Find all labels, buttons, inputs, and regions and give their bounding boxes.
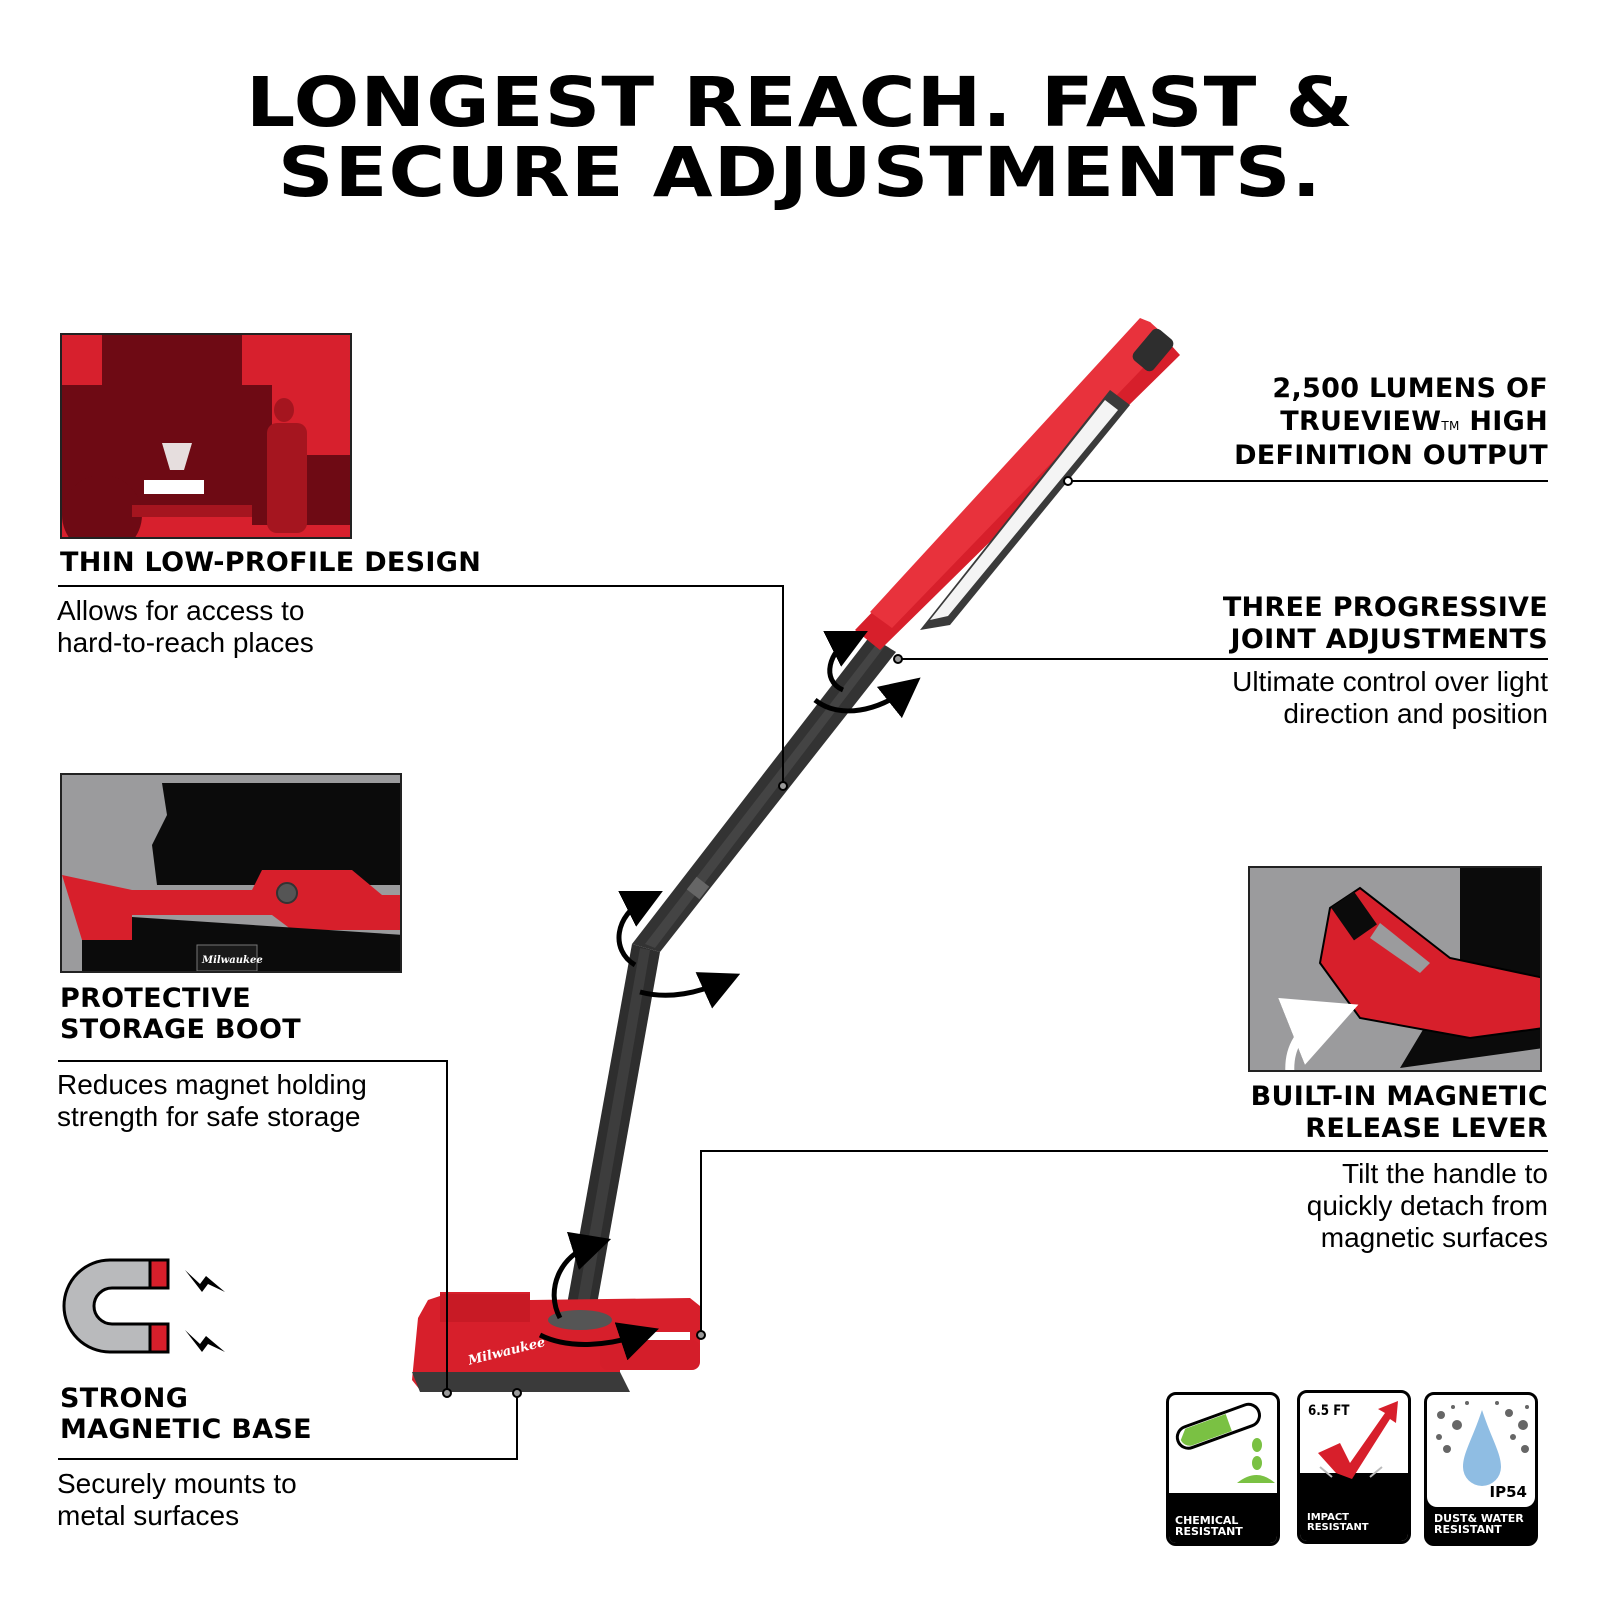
joints-title-2: JOINT ADJUSTMENTS: [1230, 624, 1548, 655]
release-lever-leader-v: [700, 1150, 702, 1334]
storage-boot-pointer-dot: [442, 1388, 452, 1398]
test-tube-icon: [1175, 1402, 1275, 1483]
badge-impact-label-2: RESISTANT: [1307, 1522, 1369, 1533]
thin-profile-desc-1: Allows for access to: [57, 595, 305, 626]
storage-boot-desc-2: strength for safe storage: [57, 1101, 361, 1132]
lumens-title-2: TRUEVIEWTM HIGH: [1280, 406, 1548, 438]
storage-boot-desc-1: Reduces magnet holding: [57, 1069, 367, 1100]
storage-boot-leader-h: [58, 1060, 448, 1062]
badge-dust-water-label-1: DUST& WATER: [1434, 1512, 1524, 1525]
magnetic-base-leader-v: [516, 1392, 518, 1460]
release-lever-closeup: [1278, 868, 1540, 1070]
lumens-title-3: DEFINITION OUTPUT: [1234, 440, 1548, 471]
headline-line-1: LONGEST REACH. FAST &: [245, 63, 1355, 143]
badge-dust-water-label-2: RESISTANT: [1434, 1523, 1502, 1536]
lumens-high: HIGH: [1459, 406, 1548, 437]
boot-logo: Milwaukee: [201, 955, 263, 966]
release-lever-desc-2: quickly detach from: [1306, 1190, 1548, 1221]
lumens-leader-h: [1070, 480, 1548, 482]
badge-chemical-label-1: CHEMICAL: [1175, 1514, 1239, 1527]
water-drop-icon: [1436, 1401, 1529, 1486]
spark-icon: [185, 1330, 225, 1352]
lower-arm: [566, 944, 660, 1310]
lumens-trueview: TRUEVIEW: [1280, 406, 1442, 437]
truck-silhouette-illustration: [62, 335, 350, 537]
release-lever-title-2: RELEASE LEVER: [1305, 1113, 1548, 1144]
storage-boot-leader-v: [446, 1060, 448, 1392]
spark-icon: [185, 1270, 225, 1292]
thin-profile-title: THIN LOW-PROFILE DESIGN: [60, 547, 482, 578]
joints-pointer-dot: [893, 654, 903, 664]
magnetic-base-desc-2: metal surfaces: [57, 1500, 240, 1531]
thin-profile-desc-2: hard-to-reach places: [57, 627, 314, 658]
release-lever-title-1: BUILT-IN MAGNETIC: [1250, 1081, 1548, 1112]
joints-leader-h: [900, 658, 1548, 660]
storage-boot-closeup: Milwaukee: [62, 783, 400, 971]
joints-desc-2: direction and position: [1283, 698, 1548, 729]
magnetic-base-pointer-dot: [512, 1388, 522, 1398]
release-lever-desc-1: Tilt the handle to: [1342, 1158, 1548, 1189]
joints-title-1: THREE PROGRESSIVE: [1222, 592, 1548, 623]
release-lever-leader-h: [700, 1150, 1548, 1152]
thin-profile-leader-h: [58, 585, 784, 587]
impact-check-icon: [1318, 1401, 1398, 1479]
magnetic-base-desc-1: Securely mounts to: [57, 1468, 297, 1499]
upper-arm: [632, 636, 896, 952]
badge-chemical-resistant: CHEMICAL RESISTANT: [1166, 1392, 1280, 1546]
thin-profile-image: [60, 333, 352, 539]
thin-profile-pointer-dot: [778, 781, 788, 791]
storage-boot-title-2: STORAGE BOOT: [60, 1014, 302, 1045]
badge-ip-rating: IP54: [1489, 1483, 1527, 1501]
joints-desc-1: Ultimate control over light: [1232, 666, 1548, 697]
badge-chemical-label-2: RESISTANT: [1175, 1525, 1243, 1538]
badge-dust-water-resistant: IP54 DUST& WATER RESISTANT: [1424, 1392, 1538, 1546]
light-head: [855, 318, 1180, 650]
lumens-title-1: 2,500 LUMENS OF: [1272, 373, 1548, 404]
storage-boot-title-1: PROTECTIVE: [60, 983, 252, 1014]
badge-impact-label-1: IMPACT: [1307, 1512, 1349, 1523]
release-lever-image: [1248, 866, 1542, 1072]
headline-line-2: SECURE ADJUSTMENTS.: [277, 133, 1323, 213]
badge-impact-resistant: 6.5 FT IMPACT RESISTANT: [1297, 1390, 1411, 1544]
horseshoe-magnet-icon: [62, 1258, 225, 1354]
rotation-arrows: [538, 631, 921, 1361]
badge-impact-footer: [1300, 1473, 1408, 1541]
release-lever-pointer-dot: [696, 1330, 706, 1340]
magnetic-base-title-2: MAGNETIC BASE: [60, 1414, 312, 1445]
badge-impact-height: 6.5 FT: [1308, 1403, 1350, 1419]
release-lever-desc-3: magnetic surfaces: [1320, 1222, 1548, 1253]
tilt-arrow-icon: [1278, 997, 1359, 1070]
magnetic-base-title-1: STRONG: [60, 1383, 189, 1414]
storage-boot-image: Milwaukee: [60, 773, 402, 973]
lumens-pointer-dot: [1063, 476, 1073, 486]
headline: LONGEST REACH. FAST & SECURE ADJUSTMENTS…: [0, 68, 1600, 208]
trademark-symbol: TM: [1441, 419, 1460, 433]
thin-profile-leader-v: [782, 585, 784, 785]
magnetic-base-leader-h: [58, 1458, 518, 1460]
